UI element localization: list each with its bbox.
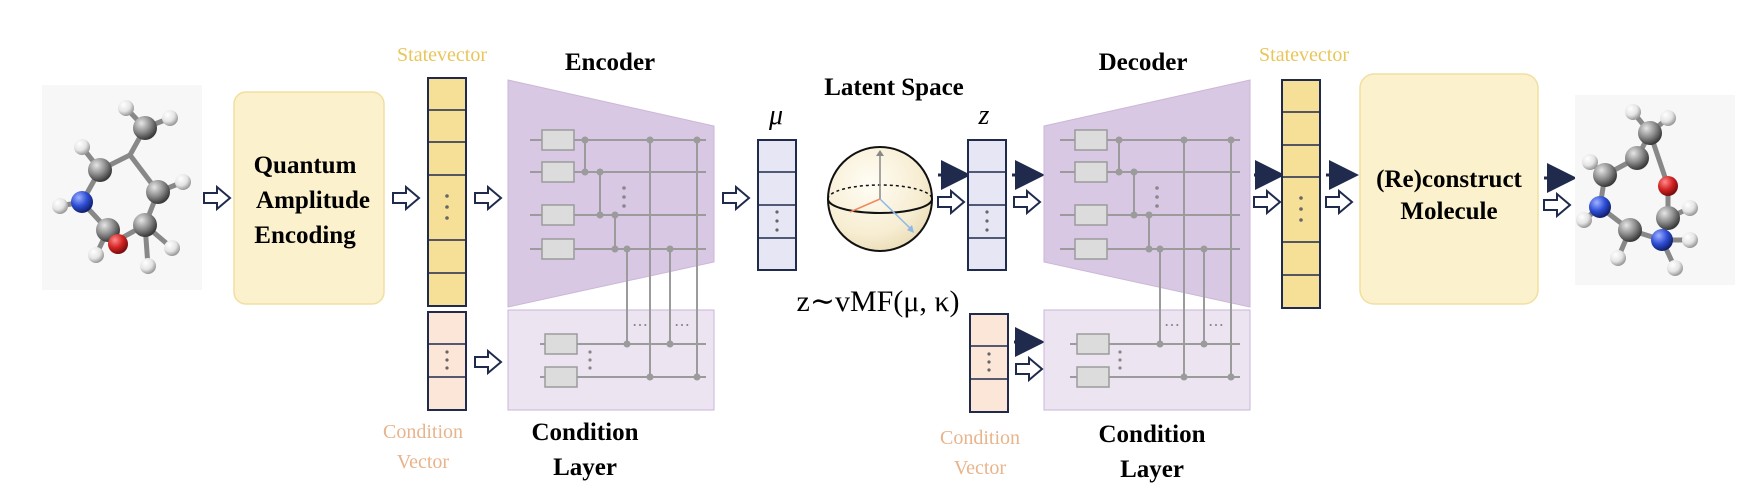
decoder-block: Decoder [1043,49,1251,483]
h-atom-icon [1682,232,1698,248]
n-atom-icon [71,191,93,213]
c-atom-icon [88,158,112,182]
condition-layer-label-line2: Layer [553,454,617,481]
condition-vector-label-line1: Condition [383,421,463,443]
ellipsis-icon: ⋯ [674,317,690,334]
h-atom-icon [140,258,156,274]
encoder-block: Encoder [507,49,715,481]
c-atom-icon [1618,218,1642,242]
arrow-icon [722,184,751,212]
vmf-distribution-label: z∼vMF(μ, κ) [797,285,960,318]
arrow-icon [1543,191,1572,219]
z-vector: z [967,100,1007,271]
encoding-label-line1: Quantum [254,152,357,179]
input-molecule [42,85,202,290]
ellipsis-icon: ⋯ [1208,317,1224,334]
h-atom-icon [175,174,191,190]
arrow-icon [392,184,421,212]
arrow-icon [1325,188,1354,216]
c-atom-icon [1638,121,1662,145]
reconstruct-molecule-box: (Re)construct Molecule [1359,73,1539,305]
statevector-right: Statevector [1259,44,1349,309]
h-atom-icon [52,198,68,214]
condition-layer-label-line2: Layer [1120,456,1184,483]
reconstruct-label-line2: Molecule [1400,198,1497,225]
c-atom-icon [1625,146,1649,170]
h-atom-icon [1667,260,1683,276]
h-atom-icon [118,100,134,116]
encoder-label: Encoder [565,49,655,76]
c-atom-icon [1593,163,1617,187]
reconstruct-label-line1: (Re)construct [1376,166,1522,193]
condition-layer-label-line1: Condition [1099,421,1206,448]
statevector-label: Statevector [397,44,487,66]
condition-vector-label-line2: Vector [954,457,1007,479]
arrow-icon [203,184,232,212]
h-atom-icon [88,247,104,263]
condition-vector-label-line1: Condition [940,427,1020,449]
encoding-label-line3: Encoding [254,222,356,249]
arrow-icon [1015,355,1044,383]
h-atom-icon [1625,104,1641,120]
condition-vector-label-line2: Vector [397,451,450,473]
condition-vector-left: Condition Vector [383,311,467,473]
latent-space: Latent Space z∼vMF(μ, κ) [797,74,964,318]
o-atom-icon [108,234,128,254]
ellipsis-icon: ⋯ [1164,317,1180,334]
n-atom-icon [1589,196,1611,218]
arrow-icon [474,348,503,376]
arrow-icon [1013,188,1042,216]
ellipsis-icon: ⋯ [632,317,648,334]
h-atom-icon [1682,200,1698,216]
c-atom-icon [1656,206,1680,230]
condition-vector-right: Condition Vector [940,313,1020,479]
c-atom-icon [146,180,170,204]
h-atom-icon [74,139,90,155]
h-atom-icon [1610,250,1626,266]
o-atom-icon [1658,176,1678,196]
c-atom-icon [133,116,157,140]
arrow-icon [474,184,503,212]
statevector-left: Statevector [397,44,487,307]
condition-layer-label-line1: Condition [532,419,639,446]
arrow-icon [937,188,966,216]
latent-space-label: Latent Space [824,74,964,101]
quantum-amplitude-encoding-box: Quantum Amplitude Encoding [233,91,385,305]
statevector-label: Statevector [1259,44,1349,66]
h-atom-icon [1582,154,1598,170]
c-atom-icon [133,213,157,237]
n-atom-icon [1651,229,1673,251]
mu-vector: μ [757,100,797,271]
h-atom-icon [1576,212,1592,228]
arrow-icon [1253,188,1282,216]
h-atom-icon [1660,110,1676,126]
h-atom-icon [162,110,178,126]
encoding-label-line2: Amplitude [256,187,370,214]
output-molecule [1575,95,1735,285]
z-label: z [978,100,990,131]
decoder-label: Decoder [1099,49,1188,76]
h-atom-icon [164,240,180,256]
mu-label: μ [768,100,783,131]
